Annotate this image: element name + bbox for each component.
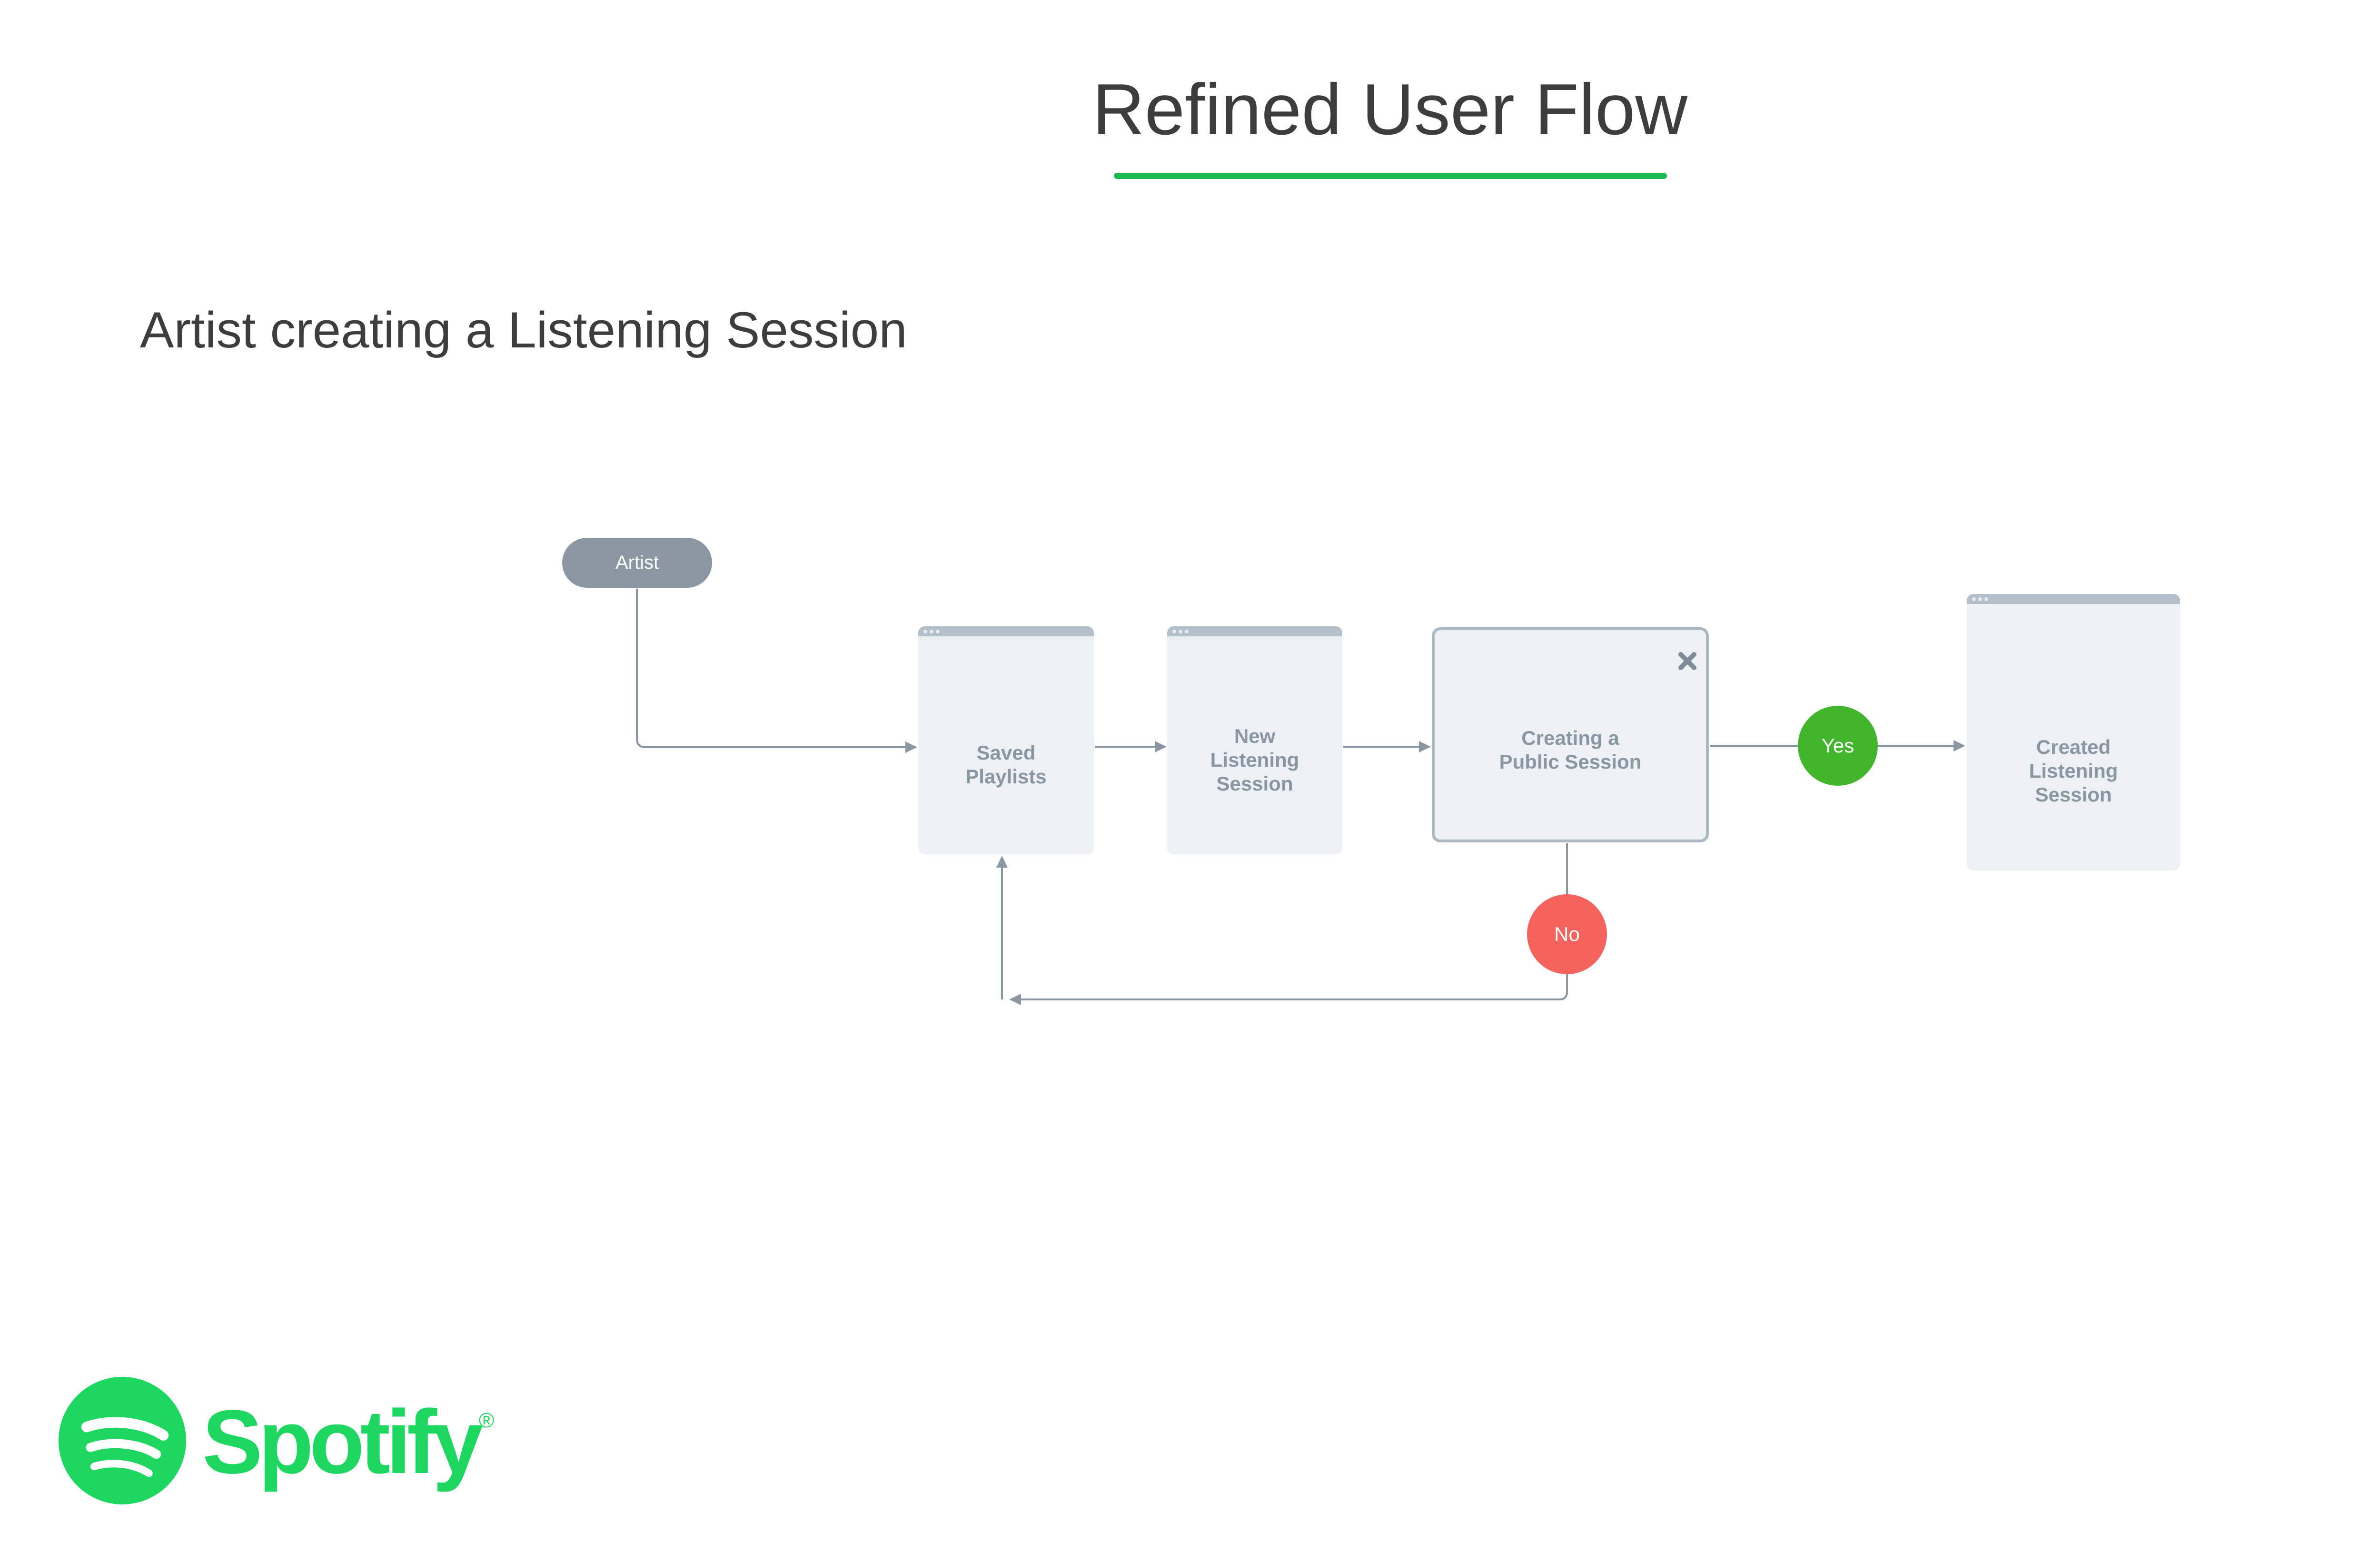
flow-node-label: Saved Playlists: [965, 741, 1047, 788]
flow-node-created-listening-session: Created Listening Session: [1967, 594, 2180, 870]
window-titlebar: [1967, 594, 2180, 604]
window-dot-icon: [1972, 597, 1976, 601]
window-dot-icon: [923, 629, 927, 633]
window-dot-icon: [1185, 629, 1189, 633]
page-title: Refined User Flow: [1092, 69, 1688, 150]
close-icon: [1678, 652, 1696, 670]
spotify-logo: Spotify ®: [59, 1377, 494, 1504]
window-dot-icon: [936, 629, 940, 633]
spotify-wordmark: Spotify ®: [202, 1392, 495, 1493]
window-dot-icon: [1172, 629, 1176, 633]
window-dot-icon: [930, 629, 933, 633]
decision-yes-label: Yes: [1821, 734, 1854, 757]
arrowhead-no-loop-left: [1009, 994, 1021, 1005]
arrowhead-no-return-up: [996, 856, 1008, 868]
flow-node-label: New Listening Session: [1210, 725, 1299, 795]
window-titlebar: [1167, 626, 1342, 636]
flow-node-saved-playlists: Saved Playlists: [918, 626, 1094, 854]
connector-artist-to-saved: [636, 589, 906, 748]
flow-node-label: Created Listening Session: [2029, 736, 2118, 806]
window-titlebar: [918, 626, 1094, 636]
flow-start-artist: Artist: [562, 538, 712, 588]
flow-node-creating-public-session: Creating a Public Session: [1432, 627, 1709, 842]
arrowhead-into-new: [1155, 741, 1167, 752]
window-dot-icon: [1179, 629, 1182, 633]
decision-yes: Yes: [1798, 706, 1878, 786]
flow-node-new-listening-session: New Listening Session: [1167, 626, 1342, 854]
decision-no-label: No: [1554, 923, 1580, 945]
slide-subtitle: Artist creating a Listening Session: [140, 301, 907, 358]
title-underline: [1114, 173, 1667, 179]
spotify-logo-icon: [59, 1377, 186, 1504]
arrowhead-into-saved: [905, 741, 917, 753]
flow-start-label: Artist: [615, 552, 659, 573]
window-dot-icon: [1984, 597, 1988, 601]
flow-node-label: Creating a Public Session: [1499, 727, 1642, 773]
window-dot-icon: [1978, 597, 1982, 601]
decision-no: No: [1527, 894, 1607, 974]
registered-trademark: ®: [478, 1409, 495, 1432]
arrowhead-into-modal: [1419, 741, 1431, 752]
arrowhead-into-created: [1954, 740, 1965, 751]
connector-no-loop: [1020, 843, 1568, 1000]
